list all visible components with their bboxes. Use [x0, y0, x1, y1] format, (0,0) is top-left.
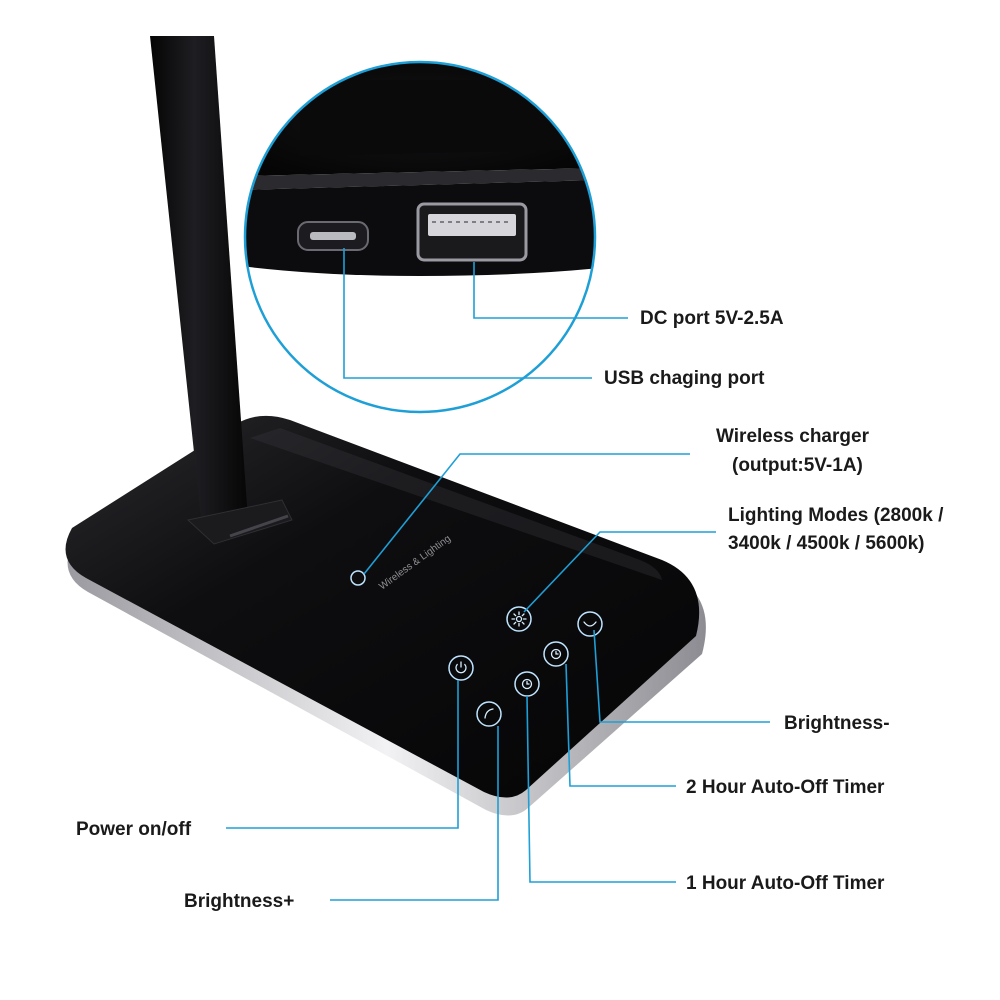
brightness-minus-icon[interactable]	[577, 611, 603, 637]
lamp-arm	[150, 36, 293, 545]
wireless-charge-icon	[350, 570, 366, 586]
label-wireless-line1: Wireless charger	[716, 426, 870, 447]
ports-inset	[243, 60, 597, 414]
sun-icon[interactable]	[506, 606, 532, 632]
leader-dc-port	[473, 262, 628, 319]
leader-usb-port	[343, 248, 592, 379]
leader-lines	[226, 248, 770, 901]
label-lighting-line1: Lighting Modes (2800k /	[728, 505, 944, 526]
label-power: Power on/off	[76, 819, 192, 840]
leader-timer-2h	[565, 663, 676, 787]
usb-port	[297, 221, 369, 251]
label-dc-port: DC port 5V-2.5A	[640, 308, 784, 329]
label-brightness-minus: Brightness-	[784, 713, 890, 734]
label-timer-1h: 1 Hour Auto-Off Timer	[686, 873, 885, 894]
dc-port	[416, 202, 528, 262]
leader-wireless	[363, 453, 690, 575]
label-brightness-plus: Brightness+	[184, 891, 294, 912]
leader-timer-1h	[526, 695, 676, 883]
leader-power	[226, 680, 459, 829]
timer-2h-icon[interactable]	[543, 641, 569, 667]
label-wireless-line2: (output:5V-1A)	[732, 455, 863, 476]
label-lighting-line2: 3400k / 4500k / 5600k)	[728, 533, 925, 554]
leader-brightness-minus	[593, 629, 770, 723]
callouts: DC port 5V-2.5A USB chaging port Wireles…	[76, 308, 944, 912]
label-usb-port: USB chaging port	[604, 368, 765, 389]
leader-lighting	[523, 531, 716, 613]
power-icon[interactable]	[448, 655, 474, 681]
label-timer-2h: 2 Hour Auto-Off Timer	[686, 777, 885, 798]
brightness-plus-icon[interactable]	[476, 701, 502, 727]
lamp-base	[65, 415, 706, 816]
leader-brightness-plus	[330, 726, 499, 901]
